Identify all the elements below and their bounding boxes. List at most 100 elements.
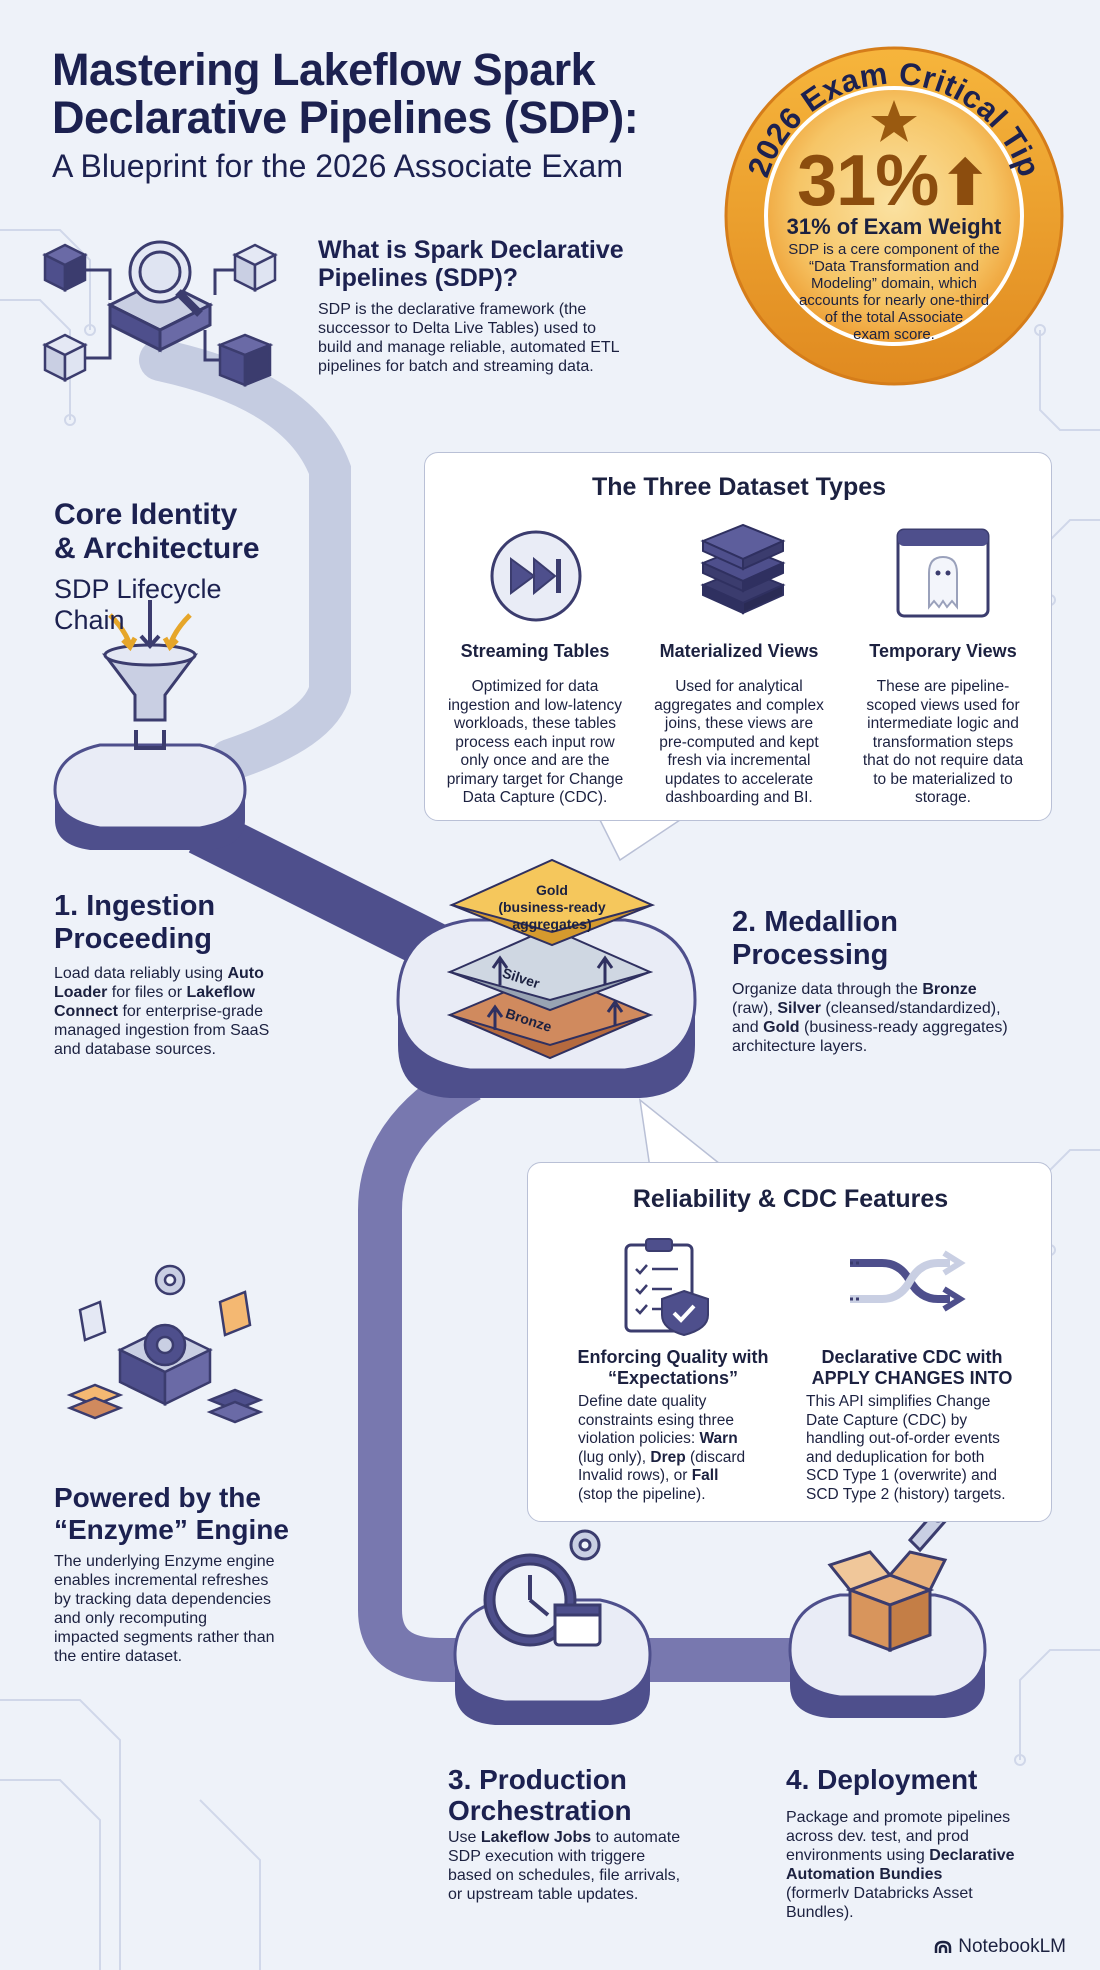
text-line: Used for analytical xyxy=(675,678,803,695)
orchestration-title-line: Orchestration xyxy=(448,1795,632,1826)
what-is-line: build and manage reliable, automated ETL xyxy=(318,339,620,356)
text-line: Connect for enterprise-grade xyxy=(54,1002,354,1021)
text-line: scoped views used for xyxy=(866,696,1020,714)
text-line: Invalid rows), or Fall xyxy=(578,1467,788,1486)
enzyme-line: and only recomputing xyxy=(54,1610,207,1627)
text-line: storage. xyxy=(914,789,971,806)
reliability-card-pointer xyxy=(638,1098,726,1169)
text-line: Bundles). xyxy=(786,1903,1076,1922)
text-segment: and xyxy=(732,1019,764,1036)
title-line-2: Declarative Pipelines (SDP): xyxy=(52,92,639,143)
text-segment: across dev. test, and prod xyxy=(786,1828,969,1845)
badge-desc-line: accounts for nearly one-third xyxy=(798,292,990,309)
dark-path-main xyxy=(358,1060,900,1682)
reliability-card: Reliability & CDC Features Enforcing Qua… xyxy=(527,1162,1052,1522)
badge-desc-line: of the total Associate xyxy=(824,309,964,326)
bold-term: Fall xyxy=(691,1467,719,1484)
core-subtitle-line: SDP Lifecycle xyxy=(54,574,222,604)
text-line: architecture layers. xyxy=(732,1037,1082,1056)
temporary-views-title: Temporary Views xyxy=(869,641,1017,661)
text-line: Use Lakeflow Jobs to automate xyxy=(448,1828,748,1847)
text-line: updates to accelerate xyxy=(664,770,814,788)
gold-line: aggregates) xyxy=(512,916,592,932)
title-line-1: Mastering Lakeflow Spark xyxy=(52,44,596,95)
what-is-title-line: What is Spark Declarative xyxy=(318,236,624,264)
clock-calendar-icon xyxy=(483,1529,602,1647)
text-line: and deduplication for both xyxy=(806,1449,1046,1468)
text-line: Date Capture (CDC) by xyxy=(806,1412,1046,1431)
text-segment: (cleansed/standardized), xyxy=(820,1000,1001,1017)
text-segment: managed ingestion from SaaS xyxy=(54,1022,270,1039)
text-segment: and database sources. xyxy=(54,1041,216,1058)
text-segment: (stop the pipeline). xyxy=(578,1485,706,1503)
apply-changes-title: Declarative CDC with APPLY CHANGES INTO xyxy=(792,1347,1032,1389)
core-title-line: & Architecture xyxy=(54,532,260,565)
text-segment: SCD Type 1 (overwrite) and xyxy=(806,1467,997,1484)
ghost-window-icon xyxy=(896,528,990,618)
text-segment: to automate xyxy=(591,1829,681,1846)
what-is-line: successor to Delta Live Tables) used to xyxy=(318,320,597,337)
expectations-title-line: Enforcing Quality with xyxy=(577,1347,769,1367)
text-line: Package and promote pipelines xyxy=(786,1808,1076,1827)
dataset-types-card: The Three Dataset Types Streaming Tables… xyxy=(424,452,1052,821)
text-line: dashboarding and BI. xyxy=(665,789,813,806)
gold-line: Gold xyxy=(536,882,568,898)
core-identity-title: Core Identity & Architecture xyxy=(54,498,314,566)
core-title-line: Core Identity xyxy=(54,498,238,531)
what-is-title-line: Pipelines (SDP)? xyxy=(318,264,519,292)
what-is-line: pipelines for batch and streaming data. xyxy=(318,358,594,375)
apply-changes-title-line: APPLY CHANGES INTO xyxy=(811,1368,1013,1388)
orchestration-title-line: 3. Production xyxy=(448,1764,627,1795)
text-line: handling out-of-order events xyxy=(806,1430,1046,1449)
text-line: SDP execution with triggere xyxy=(448,1847,748,1866)
expectations-title: Enforcing Quality with “Expectations” xyxy=(558,1347,788,1389)
streaming-tables-title: Streaming Tables xyxy=(460,641,610,661)
text-segment: violation policies: xyxy=(578,1430,700,1447)
deployment-title: 4. Deployment xyxy=(786,1764,978,1795)
orchestration-title: 3. Production Orchestration xyxy=(448,1764,748,1826)
text-line: to be materialized to xyxy=(873,770,1013,788)
what-is-title: What is Spark Declarative Pipelines (SDP… xyxy=(318,236,718,292)
text-line: or upstream table updates. xyxy=(448,1885,748,1904)
ingestion-title: 1. Ingestion Proceeding xyxy=(54,890,354,956)
bold-term: Bronze xyxy=(922,981,977,998)
text-line: across dev. test, and prod xyxy=(786,1827,1076,1846)
merge-arrows-icon xyxy=(850,1250,966,1312)
text-segment: SDP execution with triggere xyxy=(448,1848,646,1865)
materialized-views-title: Materialized Views xyxy=(659,641,819,661)
text-segment: based on schedules, file arrivals, xyxy=(448,1867,681,1884)
percent-value: 31% xyxy=(797,141,939,221)
medallion-body: Organize data through the Bronze(raw), S… xyxy=(732,980,1082,1056)
text-line: (formerlv Databricks Asset xyxy=(786,1884,1076,1903)
materialized-views-text: Used for analytical aggregates and compl… xyxy=(639,678,839,808)
what-is-line: SDP is the declarative framework (the xyxy=(318,301,587,318)
enzyme-engine-icon xyxy=(66,1264,264,1424)
text-segment: handling out-of-order events xyxy=(806,1430,1000,1447)
badge-desc-line: exam score. xyxy=(853,326,935,343)
bold-term: Declarative xyxy=(929,1847,1015,1864)
text-segment: Invalid rows), or xyxy=(578,1467,692,1484)
badge-description: SDP is a cere component of the “Data Tra… xyxy=(772,241,1016,343)
text-line: transformation steps xyxy=(872,733,1014,751)
badge-graphic: 2026 Exam Critical Tip xyxy=(724,46,1064,386)
light-path-top xyxy=(139,339,351,781)
core-identity-subtitle: SDP Lifecycle Chain xyxy=(54,574,314,636)
bold-term: Loader xyxy=(54,984,108,1001)
text-line: violation policies: Warn xyxy=(578,1430,788,1449)
text-line: aggregates and complex xyxy=(654,696,824,714)
text-line: Load data reliably using Auto xyxy=(54,964,354,983)
text-segment: environments using xyxy=(786,1847,930,1864)
text-line: process each input row xyxy=(455,733,615,751)
bold-term: Automation Bundies xyxy=(786,1866,943,1883)
bold-term: Auto xyxy=(227,965,264,982)
notebooklm-brand: NotebookLM xyxy=(934,1936,1066,1958)
text-line: joins, these views are xyxy=(664,715,814,732)
expectations-title-line: “Expectations” xyxy=(607,1368,739,1388)
bold-term: Lakeflow Jobs xyxy=(480,1829,592,1846)
